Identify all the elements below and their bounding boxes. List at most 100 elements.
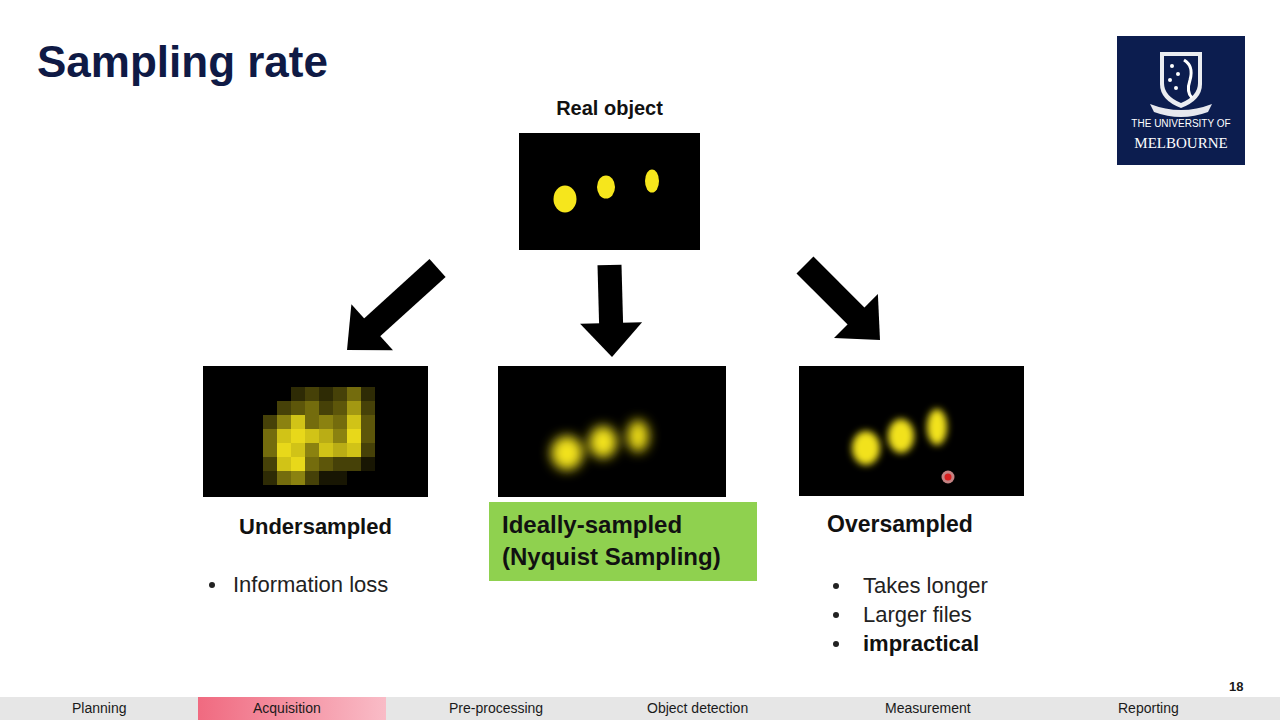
arrow-head: [347, 304, 393, 350]
pixel-block: [263, 443, 277, 457]
nav-bar: [0, 697, 1280, 720]
pixel-block: [263, 415, 277, 429]
pixel-block: [333, 457, 347, 471]
pixel-block: [263, 471, 277, 485]
pixel-block: [305, 415, 319, 429]
bullet-dot: [209, 582, 215, 588]
blurred-dots: [852, 409, 947, 465]
sample-image: Ideally-sampled (Nyquist Sampling): [498, 366, 726, 497]
pixel-block: [333, 471, 347, 485]
pixel-block: [361, 387, 375, 401]
image-frame: [203, 366, 428, 497]
pixel-block: [305, 429, 319, 443]
pixel-block: [361, 443, 375, 457]
pixel-block: [291, 443, 305, 457]
blurred-dots: [551, 420, 649, 470]
bullet-item: Larger files: [827, 600, 1057, 629]
caption: OversampledTakes longerLarger filesimpra…: [827, 509, 1057, 658]
block-arrow: [805, 265, 880, 340]
pixel-block: [347, 401, 361, 415]
pixel-block: [277, 401, 291, 415]
bullet-dot: [832, 611, 840, 619]
highlight-label: Ideally-sampled (Nyquist Sampling): [489, 502, 757, 581]
pixel-block: [305, 471, 319, 485]
block-arrow: [347, 268, 438, 350]
pixel-block: [291, 457, 305, 471]
nav-highlight: [198, 697, 386, 720]
pixel-block: [291, 387, 305, 401]
pixel-block: [333, 443, 347, 457]
pixel-block: [277, 429, 291, 443]
bullet-item: impractical: [827, 629, 1057, 658]
nav-item: Pre-processing: [449, 699, 543, 717]
pixel-block: [277, 443, 291, 457]
pixel-block: [347, 457, 361, 471]
caption: Ideally-sampled (Nyquist Sampling): [489, 502, 757, 581]
pixel-block: [347, 415, 361, 429]
pixel-block: [319, 387, 333, 401]
caption: THE UNIVERSITY OF MELBOURNE: [1117, 117, 1245, 153]
image-heading: Undersampled: [203, 512, 428, 542]
object-image: Real object: [519, 133, 700, 250]
image-heading: Oversampled: [827, 509, 1057, 539]
logo-panel: [1117, 36, 1245, 165]
bullet-dot: [833, 641, 839, 647]
pixel-block: [291, 401, 305, 415]
image-heading: THE UNIVERSITY OF: [1117, 117, 1245, 131]
pixel-block: [361, 457, 375, 471]
pixel-block: [277, 457, 291, 471]
pixel-block: [333, 415, 347, 429]
pixel-block: [333, 387, 347, 401]
bullet-dot: [833, 612, 839, 618]
bullet-item: Information loss: [203, 570, 428, 600]
nav-item: Acquisition: [253, 699, 321, 717]
nav-item: Object detection: [647, 699, 748, 717]
arrow-head: [580, 322, 642, 357]
pixel-block: [263, 429, 277, 443]
pixel-block: [277, 471, 291, 485]
crest: [1150, 52, 1212, 117]
logo-box: THE UNIVERSITY OF MELBOURNE: [1117, 36, 1245, 165]
object-dot: [554, 186, 577, 213]
pixel-block: [291, 429, 305, 443]
slide-title: Sampling rate: [37, 36, 328, 88]
arrow-shaft: [805, 265, 857, 317]
pixel-block: [319, 443, 333, 457]
bullet-dot: [208, 581, 216, 589]
nav-item: Measurement: [885, 699, 971, 717]
pixel-block: [319, 415, 333, 429]
caption: Real object: [479, 96, 740, 120]
object-dot: [597, 176, 615, 199]
bullet-dot: [832, 582, 840, 590]
pixel-block: [347, 443, 361, 457]
pixel-block: [263, 457, 277, 471]
pixel-block: [361, 429, 375, 443]
pixel-block: [319, 401, 333, 415]
pixel-block: [277, 415, 291, 429]
cursor-dot: [942, 471, 955, 484]
pixel-block: [347, 429, 361, 443]
image-heading: MELBOURNE: [1117, 133, 1245, 153]
image-frame: [498, 366, 726, 497]
pixel-block: [361, 401, 375, 415]
pixel-block: [361, 415, 375, 429]
nav-item: Planning: [72, 699, 127, 717]
pixel-block: [347, 387, 361, 401]
pixel-block: [319, 471, 333, 485]
pixel-block: [291, 471, 305, 485]
cursor-dot: [945, 474, 952, 481]
arrow-shaft: [610, 265, 612, 325]
block-arrow: [580, 265, 642, 357]
nav-item: Reporting: [1118, 699, 1179, 717]
pixel-blocks: [263, 387, 375, 485]
pixel-block: [319, 429, 333, 443]
pixel-block: [305, 443, 319, 457]
pixel-block: [333, 401, 347, 415]
arrow-shaft: [371, 268, 438, 329]
image-heading: Real object: [479, 96, 740, 120]
bullet-dot: [832, 640, 840, 648]
image-frame: [519, 133, 700, 250]
pixel-block: [305, 457, 319, 471]
image-frame: [799, 366, 1024, 496]
sample-image: UndersampledInformation loss: [203, 366, 428, 497]
